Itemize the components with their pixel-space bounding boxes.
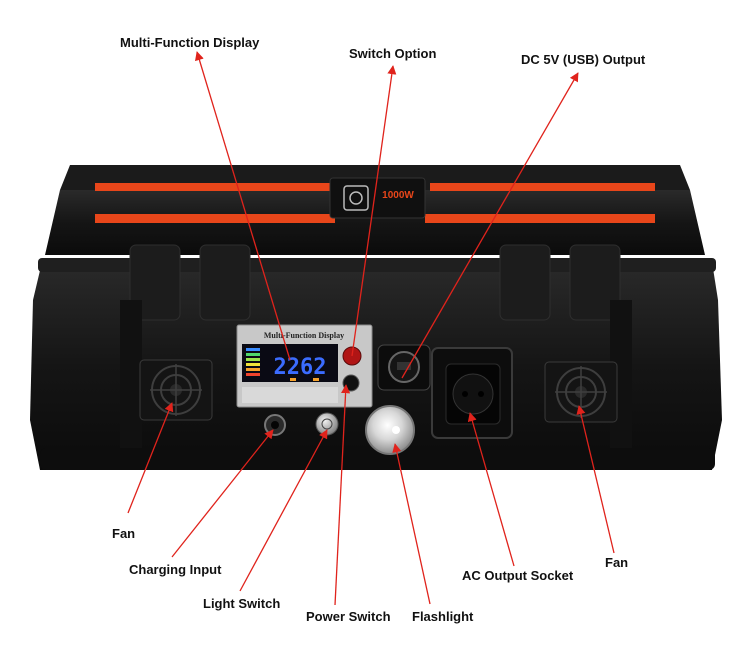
panel-fine-print xyxy=(242,387,338,403)
callout-line-charging xyxy=(171,429,274,558)
accent-stripe xyxy=(425,214,655,223)
fan-left-grille xyxy=(139,359,213,421)
charging-input-port[interactable] xyxy=(264,414,286,436)
accent-stripe xyxy=(95,214,335,223)
accent-stripe xyxy=(430,183,655,191)
brand-text: 1000W xyxy=(382,190,414,201)
callout-ac-output-socket: AC Output Socket xyxy=(462,568,574,583)
latch xyxy=(569,244,621,321)
callout-line-power-switch xyxy=(334,384,351,606)
callout-line-display xyxy=(195,51,291,361)
lcd-reading: 2262 xyxy=(274,355,327,380)
callout-lines xyxy=(127,51,615,606)
callout-fan-right: Fan xyxy=(605,555,629,570)
latch xyxy=(199,244,251,321)
callout-switch-option: Switch Option xyxy=(349,46,437,61)
callout-multi-function-display: Multi-Function Display xyxy=(120,35,260,50)
flashlight-lens xyxy=(365,405,415,455)
usb-output-port[interactable] xyxy=(377,344,431,391)
callout-line-light-switch xyxy=(239,429,328,592)
callout-dc-usb-output: DC 5V (USB) Output xyxy=(521,52,646,67)
callout-fan-left: Fan xyxy=(112,526,136,541)
callout-power-switch: Power Switch xyxy=(306,609,391,624)
callout-line-usb xyxy=(401,72,579,379)
callout-line-fan-right xyxy=(576,405,615,554)
callout-light-switch: Light Switch xyxy=(203,596,281,611)
callout-charging-input: Charging Input xyxy=(129,562,222,577)
brand-logo-icon xyxy=(343,185,369,211)
panel-title: Multi-Function Display xyxy=(264,331,344,340)
ac-output-socket[interactable] xyxy=(431,347,513,439)
callout-line-flashlight xyxy=(392,443,431,605)
accent-stripe xyxy=(95,183,330,191)
latch xyxy=(499,244,551,321)
callout-line-ac xyxy=(467,412,515,567)
callout-line-fan-left xyxy=(127,402,174,514)
light-switch-button[interactable] xyxy=(315,412,339,436)
multi-function-display-panel: Multi-Function Display 2262 xyxy=(236,324,373,408)
latch xyxy=(129,244,181,321)
callout-flashlight: Flashlight xyxy=(412,609,474,624)
callout-line-switch-option xyxy=(351,65,397,357)
